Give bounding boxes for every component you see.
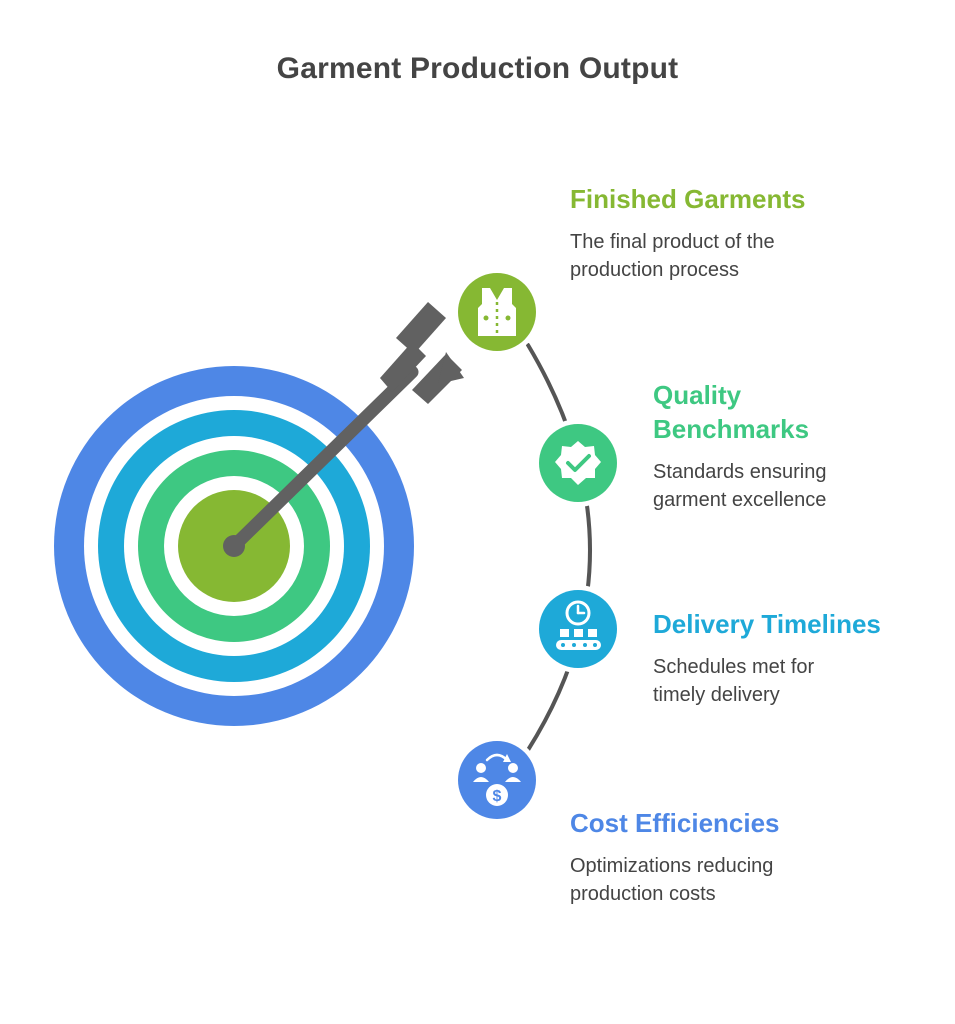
quality-badge-check-icon	[555, 441, 601, 485]
node-finished-garments	[453, 268, 541, 356]
page-title: Garment Production Output	[276, 52, 679, 85]
item-delivery-timelines: Delivery Timelines Schedules met for tim…	[653, 607, 943, 709]
item-title-quality-benchmarks: Quality Benchmarks	[653, 380, 810, 444]
item-finished-garments: Finished Garments The final product of t…	[570, 182, 910, 284]
svg-text:$: $	[493, 788, 502, 805]
item-title-cost-efficiencies: Cost Efficiencies	[570, 808, 780, 838]
item-desc-finished-garments: The final product of the production proc…	[570, 231, 775, 281]
vest-icon	[478, 288, 516, 336]
clock-conveyor-icon	[556, 600, 601, 650]
item-title-finished-garments: Finished Garments	[570, 184, 806, 214]
item-desc-quality-benchmarks: Standards ensuring garment excellence	[653, 461, 827, 511]
item-desc-delivery-timelines: Schedules met for timely delivery	[653, 656, 815, 706]
node-delivery-timelines	[534, 585, 622, 673]
item-quality-benchmarks: Quality Benchmarks Standards ensuring ga…	[653, 378, 933, 514]
node-quality-benchmarks	[534, 419, 622, 507]
item-cost-efficiencies: Cost Efficiencies Optimizations reducing…	[570, 806, 910, 908]
connector-arc	[526, 343, 592, 752]
arrow-icon	[223, 302, 464, 557]
cost-savings-icon: $	[473, 753, 521, 806]
item-title-delivery-timelines: Delivery Timelines	[653, 609, 881, 639]
item-desc-cost-efficiencies: Optimizations reducing production costs	[570, 855, 774, 905]
node-cost-efficiencies: $	[453, 736, 541, 824]
